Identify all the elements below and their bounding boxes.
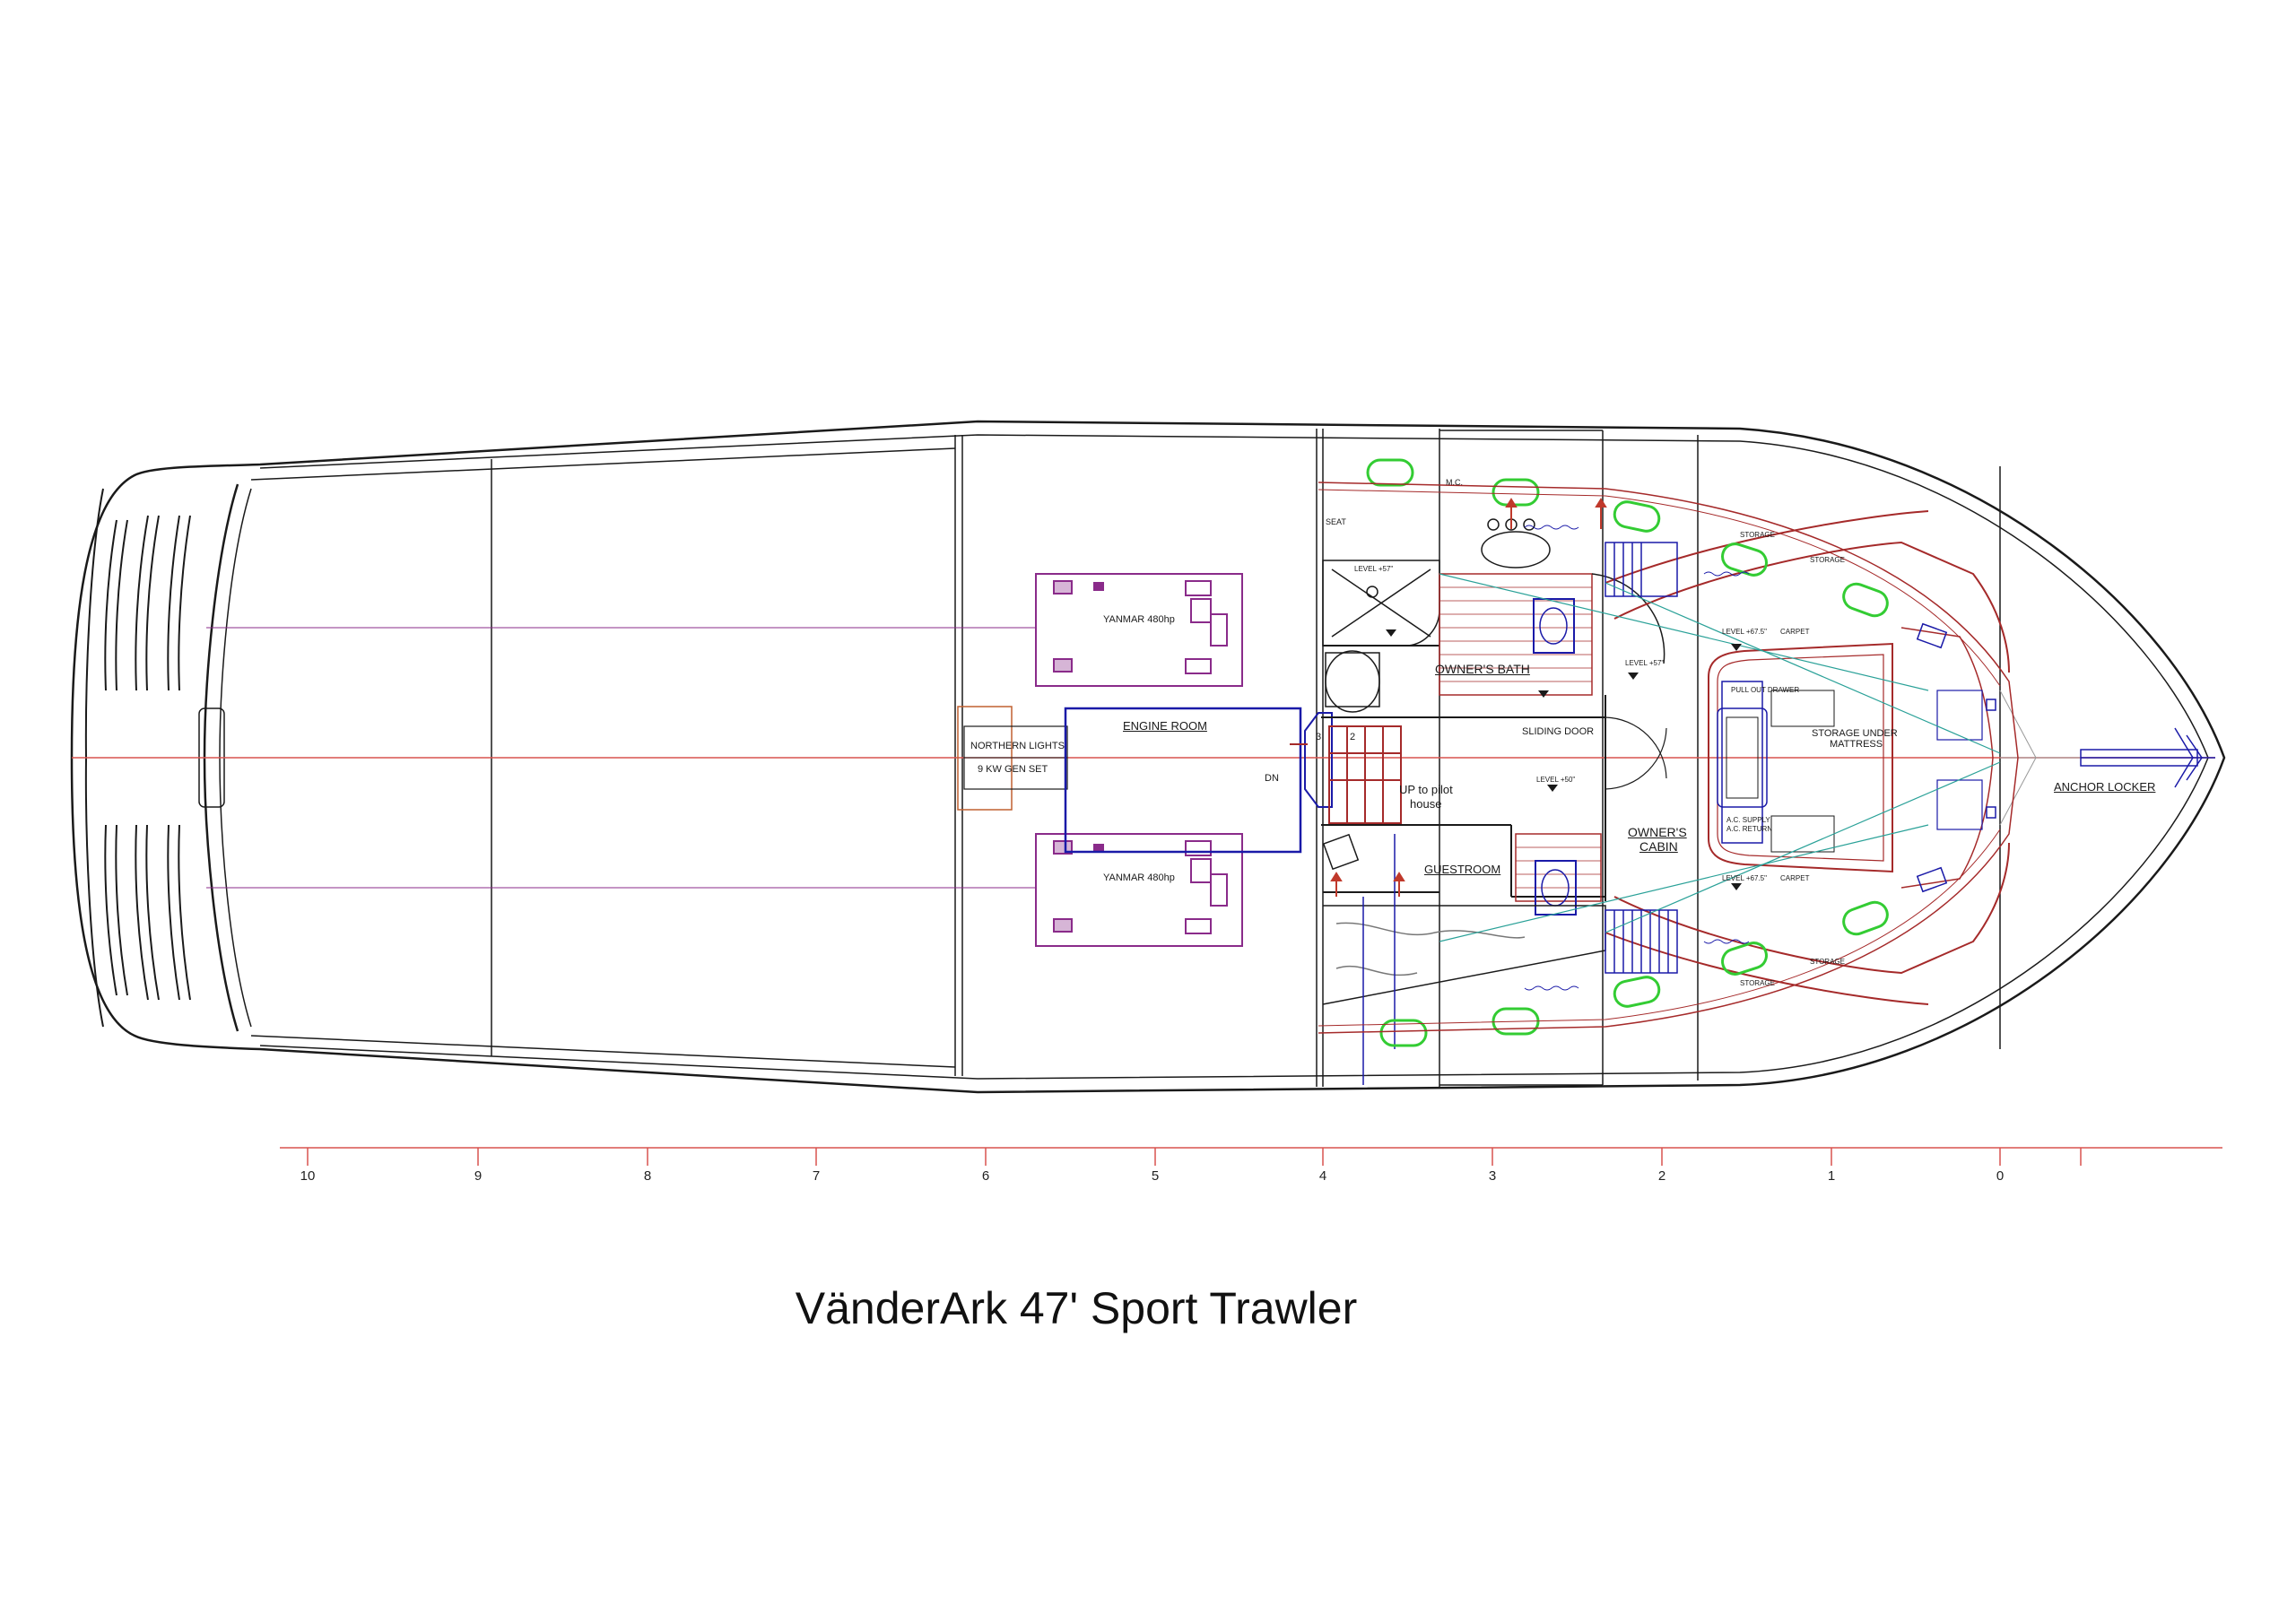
stair-step-3: 3 [1316, 732, 1322, 742]
guestroom-label: GUESTROOM [1424, 863, 1501, 876]
guestroom [1322, 833, 1606, 1085]
engine-room-label: ENGINE ROOM [1123, 719, 1207, 733]
engine-room-bulkhead [1064, 707, 1302, 854]
owners-cabin-berth [1605, 510, 2010, 1005]
level-label-cabin-stbd: LEVEL +67.5" [1722, 874, 1767, 882]
scale-tick-8: 8 [643, 1168, 652, 1184]
scale-tick-7: 7 [812, 1168, 821, 1184]
scale-tick-6: 6 [981, 1168, 990, 1184]
carpet-label-stbd: CARPET [1780, 874, 1810, 882]
deck-hardware [1916, 622, 1996, 893]
scale-tick-9: 9 [474, 1168, 483, 1184]
pull-out-drawer-label: PULL OUT DRAWER [1731, 686, 1800, 694]
owners-cabin-label-line2: CABIN [1639, 839, 1678, 854]
hull-side-details [1524, 525, 1750, 991]
scale-tick-1: 1 [1827, 1168, 1836, 1184]
scale-tick-4: 4 [1318, 1168, 1327, 1184]
storage-under-mattress-line1: STORAGE UNDER [1812, 728, 1898, 739]
portlights [1366, 458, 1889, 1047]
storage-label-stbd-2: STORAGE [1810, 958, 1845, 966]
level-label-cabin-entry: LEVEL +57" [1625, 659, 1665, 667]
generator-label-line1: NORTHERN LIGHTS [970, 741, 1065, 751]
scale-tick-2: 2 [1657, 1168, 1666, 1184]
carpet-label-port: CARPET [1780, 628, 1810, 636]
mc-label: M.C. [1446, 478, 1463, 487]
companionway-stairs [1290, 712, 1402, 824]
hull-lining [1318, 482, 2019, 1034]
generator-label-line2: 9 KW GEN SET [978, 764, 1048, 775]
storage-label-stbd-1: STORAGE [1740, 979, 1775, 987]
ac-return-label: A.C. RETURN [1726, 825, 1773, 833]
storage-label-port-2: STORAGE [1810, 556, 1845, 564]
owners-bath [1322, 518, 1665, 713]
yanmar-port-label: YANMAR 480hp [1103, 614, 1175, 625]
storage-label-port-1: STORAGE [1740, 531, 1775, 539]
up-to-pilot-house-line1: UP to pilot [1399, 783, 1453, 796]
level-label-cabin-port: LEVEL +67.5" [1722, 628, 1767, 636]
seat-label: SEAT [1326, 517, 1346, 526]
scale-bar [280, 1147, 2222, 1166]
up-to-pilot-house-line2: house [1410, 797, 1442, 811]
hanging-lockers [1605, 542, 1678, 974]
scale-tick-0: 0 [1996, 1168, 2005, 1184]
hull-outline [70, 420, 2226, 1094]
owners-cabin-door-swing [1605, 716, 1667, 779]
stair-step-2: 2 [1350, 732, 1356, 742]
hull-inner-line [259, 434, 2209, 1080]
dn-label: DN [1265, 773, 1279, 784]
yanmar-stbd-label: YANMAR 480hp [1103, 872, 1175, 883]
swim-platform-grates [104, 515, 191, 1001]
scale-tick-5: 5 [1151, 1168, 1160, 1184]
interior-walls [1321, 645, 1606, 901]
ac-supply-label: A.C. SUPPLY [1726, 816, 1770, 824]
storage-under-mattress-line2: MATTRESS [1830, 739, 1883, 750]
red-arrows [1330, 498, 1607, 897]
sightlines [1439, 573, 2001, 942]
scale-tick-10: 10 [300, 1168, 316, 1184]
anchor-locker-label: ANCHOR LOCKER [2054, 780, 2156, 794]
scale-tick-3: 3 [1488, 1168, 1497, 1184]
level-markers [1386, 629, 1742, 890]
level-label-bath: LEVEL +57" [1354, 565, 1394, 573]
sliding-door-label: SLIDING DOOR [1522, 726, 1595, 737]
anchor-locker-detail [2080, 727, 2215, 788]
owners-bath-label: OWNER'S BATH [1435, 662, 1530, 676]
owners-cabin-label-line1: OWNER'S [1628, 825, 1687, 839]
engine-port [1035, 573, 1243, 687]
drawing-title: VänderArk 47' Sport Trawler [795, 1283, 1358, 1333]
level-label-passage: LEVEL +50" [1536, 776, 1576, 784]
